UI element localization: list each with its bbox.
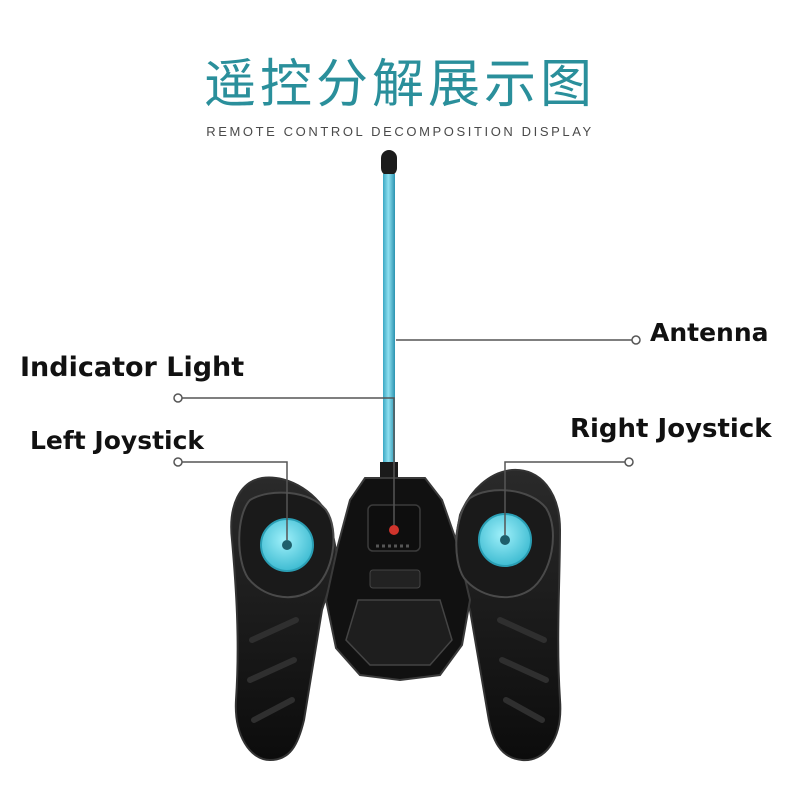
right-joystick-leader-dot bbox=[624, 457, 634, 467]
antenna-label: Antenna bbox=[650, 318, 769, 347]
antenna-rod bbox=[383, 174, 395, 470]
left-joystick bbox=[260, 518, 314, 572]
indicator-leader bbox=[180, 397, 395, 525]
right-joystick-label: Right Joystick bbox=[570, 414, 772, 444]
indicator-leader-dot bbox=[173, 393, 183, 403]
indicator-light-label: Indicator Light bbox=[20, 352, 245, 383]
indicator-light bbox=[389, 525, 399, 535]
left-joystick-leader bbox=[180, 461, 288, 540]
leader-lines bbox=[180, 339, 634, 540]
battery-panel bbox=[345, 599, 453, 666]
switch-slot bbox=[369, 569, 421, 589]
left-joystick-label: Left Joystick bbox=[30, 426, 205, 455]
left-joystick-leader-dot bbox=[173, 457, 183, 467]
controller-body bbox=[230, 468, 562, 762]
antenna bbox=[380, 150, 398, 484]
antenna-tip bbox=[381, 150, 397, 176]
antenna-leader-dot bbox=[631, 335, 641, 345]
page-subtitle: REMOTE CONTROL DECOMPOSITION DISPLAY bbox=[206, 124, 594, 139]
page-title: 遥控分解展示图 bbox=[203, 55, 596, 115]
right-joystick-leader bbox=[504, 461, 627, 535]
